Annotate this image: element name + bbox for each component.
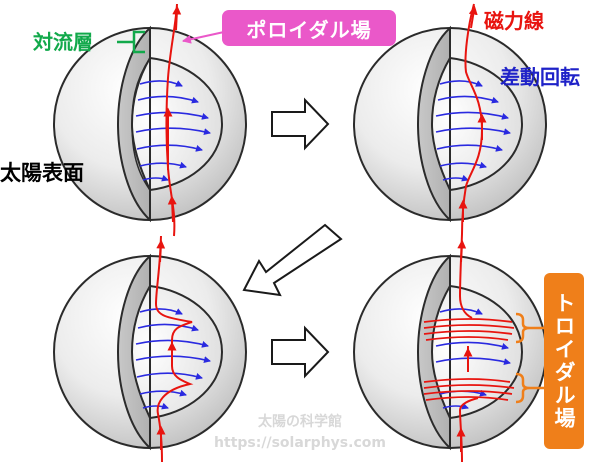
radiative-core [130,284,224,420]
credit-watermark: 太陽の科学館 https://solarphys.com [200,412,400,454]
toroidal-field-label: トロイダル場 [544,273,584,449]
credit-url: https://solarphys.com [214,435,386,451]
field-line-label: 磁力線 [484,9,544,33]
panel-toroidal-formed [353,233,547,463]
convection-zone-label: 対流層 [33,30,93,54]
field-line [154,235,194,463]
flow-arrow-right [271,97,330,151]
differential-rotation-label: 差動回転 [500,65,580,89]
solar-surface-label: 太陽表面 [0,161,84,185]
panel-initial-poloidal [53,3,247,237]
rotation-arrows [435,80,511,182]
flow-arrow-right [271,325,330,379]
panel-further-winding [53,235,247,463]
credit-site-name: 太陽の科学館 [258,414,342,430]
toroidal-windings-lower [423,378,515,401]
convection-bracket [117,30,145,54]
poloidal-field-label: ポロイダル場 [222,10,396,46]
cut-plane [131,57,151,191]
toroidal-windings-upper [423,318,515,341]
panel-winding-begins [353,3,547,235]
flow-arrow-down-left [242,223,343,297]
poloidal-pointer [182,31,225,44]
radiative-core [430,56,524,192]
